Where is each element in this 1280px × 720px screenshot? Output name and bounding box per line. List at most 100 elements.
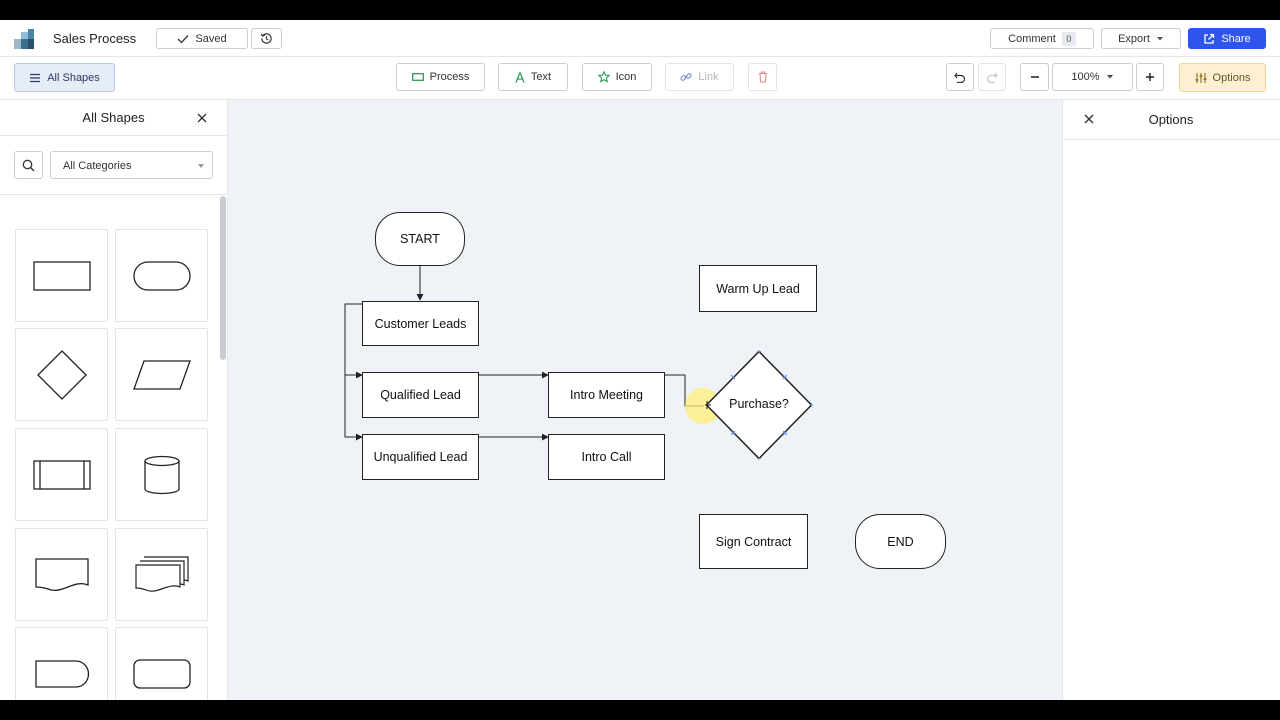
document-title[interactable]: Sales Process <box>53 31 137 46</box>
connector-customer-leads-to-qualified-lead[interactable] <box>344 303 363 379</box>
zoom-value: 100% <box>1071 71 1100 83</box>
node-start[interactable]: START <box>375 212 465 266</box>
sliders-icon <box>1195 72 1207 83</box>
plus-icon <box>1146 73 1154 81</box>
add-icon-button[interactable]: Icon <box>582 63 652 91</box>
link-label: Link <box>698 71 719 83</box>
node-end-label: END <box>887 534 914 549</box>
shape-tile-data[interactable] <box>115 328 208 421</box>
shape-tile-terminal[interactable] <box>115 229 208 322</box>
all-shapes-label: All Shapes <box>47 71 100 84</box>
node-unqualified-lead-label: Unqualified Lead <box>373 450 468 464</box>
process-label: Process <box>429 71 470 83</box>
saved-label: Saved <box>195 32 227 45</box>
options-panel-title: Options <box>1148 112 1194 127</box>
category-select-value: All Categories <box>63 160 132 172</box>
divider <box>0 194 227 195</box>
node-intro-call-label: Intro Call <box>581 450 632 464</box>
shape-tile-document[interactable] <box>15 528 108 621</box>
check-icon <box>177 34 189 43</box>
export-label: Export <box>1118 32 1150 45</box>
shapes-panel: All Shapes All Categories <box>0 100 228 700</box>
options-panel: Options <box>1062 100 1280 700</box>
shape-tile-decision[interactable] <box>15 328 108 421</box>
app-logo-icon <box>14 29 34 49</box>
text-icon <box>515 71 525 83</box>
node-intro-meeting[interactable]: Intro Meeting <box>548 372 665 418</box>
options-toggle-button[interactable]: Options <box>1179 63 1266 92</box>
node-purchase-decision[interactable] <box>705 350 813 460</box>
toolbar: All Shapes Process Text Icon Link <box>0 57 1280 100</box>
link-icon <box>680 73 692 81</box>
node-qualified-lead-label: Qualified Lead <box>380 388 461 402</box>
comment-button[interactable]: Comment 0 <box>990 28 1094 49</box>
shape-tile-delay[interactable] <box>15 627 108 700</box>
node-intro-meeting-label: Intro Meeting <box>570 388 643 402</box>
process-shape-icon <box>411 73 424 81</box>
rounded-rectangle-shape-icon <box>132 658 191 689</box>
history-button[interactable] <box>251 28 282 49</box>
all-shapes-toggle-button[interactable]: All Shapes <box>14 63 115 92</box>
app-window: Sales Process Saved Comment 0 Export Sha… <box>0 20 1280 700</box>
shape-tile-rounded-rectangle[interactable] <box>115 627 208 700</box>
zoom-in-button[interactable] <box>1136 63 1164 91</box>
diamond-shape-icon <box>36 349 87 400</box>
zoom-out-button[interactable] <box>1020 63 1049 91</box>
options-label: Options <box>1212 71 1251 84</box>
undo-button[interactable] <box>946 63 974 91</box>
shape-tile-predefined-process[interactable] <box>15 428 108 521</box>
node-start-label: START <box>400 232 440 246</box>
search-icon <box>22 159 35 171</box>
node-warm-up-lead[interactable]: Warm Up Lead <box>699 265 817 312</box>
close-icon[interactable] <box>194 110 210 126</box>
add-text-button[interactable]: Text <box>498 63 568 91</box>
connection-point-icon[interactable] <box>705 401 711 409</box>
redo-button[interactable] <box>978 63 1006 91</box>
share-icon <box>1204 33 1215 44</box>
node-qualified-lead[interactable]: Qualified Lead <box>362 372 479 418</box>
delay-shape-icon <box>34 659 89 688</box>
star-icon <box>597 71 610 83</box>
add-link-button[interactable]: Link <box>665 63 734 91</box>
document-shape-icon <box>34 557 89 591</box>
diagram-canvas[interactable]: START Customer Leads Qualified Lead Unqu… <box>228 100 1062 700</box>
comment-count-badge: 0 <box>1061 31 1076 46</box>
node-end[interactable]: END <box>855 514 946 569</box>
database-shape-icon <box>143 455 180 494</box>
options-panel-header: Options <box>1063 100 1280 140</box>
chevron-down-icon <box>1106 75 1113 79</box>
saved-button[interactable]: Saved <box>156 28 248 49</box>
node-customer-leads[interactable]: Customer Leads <box>362 301 479 346</box>
shapes-panel-header: All Shapes <box>0 100 227 136</box>
shape-search-button[interactable] <box>14 151 43 179</box>
parallelogram-shape-icon <box>132 359 191 390</box>
node-sign-contract[interactable]: Sign Contract <box>699 514 808 569</box>
rectangle-shape-icon <box>32 260 91 291</box>
export-button[interactable]: Export <box>1101 28 1181 49</box>
chevron-down-icon <box>198 164 204 168</box>
redo-icon <box>986 72 998 83</box>
zoom-level-dropdown[interactable]: 100% <box>1052 63 1133 91</box>
node-intro-call[interactable]: Intro Call <box>548 434 665 480</box>
shape-tile-rectangle[interactable] <box>15 229 108 322</box>
node-purchase-label: Purchase? <box>729 397 789 411</box>
connector-lines <box>344 245 704 441</box>
multi-document-shape-icon <box>134 555 189 592</box>
add-process-button[interactable]: Process <box>396 63 485 91</box>
chevron-down-icon <box>1156 36 1163 40</box>
shape-tile-database[interactable] <box>115 428 208 521</box>
share-button[interactable]: Share <box>1188 28 1266 49</box>
delete-button[interactable] <box>748 63 777 91</box>
selection-handles <box>730 350 813 459</box>
terminal-shape-icon <box>132 260 191 291</box>
icon-label: Icon <box>615 71 637 83</box>
text-label: Text <box>530 71 552 83</box>
top-bar: Sales Process Saved Comment 0 Export Sha… <box>0 20 1280 57</box>
shapes-panel-scrollbar[interactable] <box>220 196 226 360</box>
category-select[interactable]: All Categories <box>50 151 213 179</box>
shape-tile-multi-document[interactable] <box>115 528 208 621</box>
node-unqualified-lead[interactable]: Unqualified Lead <box>362 434 479 480</box>
close-icon[interactable] <box>1081 111 1097 127</box>
connector-customer-leads-to-unqualified-lead[interactable] <box>344 375 363 441</box>
comment-label: Comment <box>1008 32 1056 45</box>
